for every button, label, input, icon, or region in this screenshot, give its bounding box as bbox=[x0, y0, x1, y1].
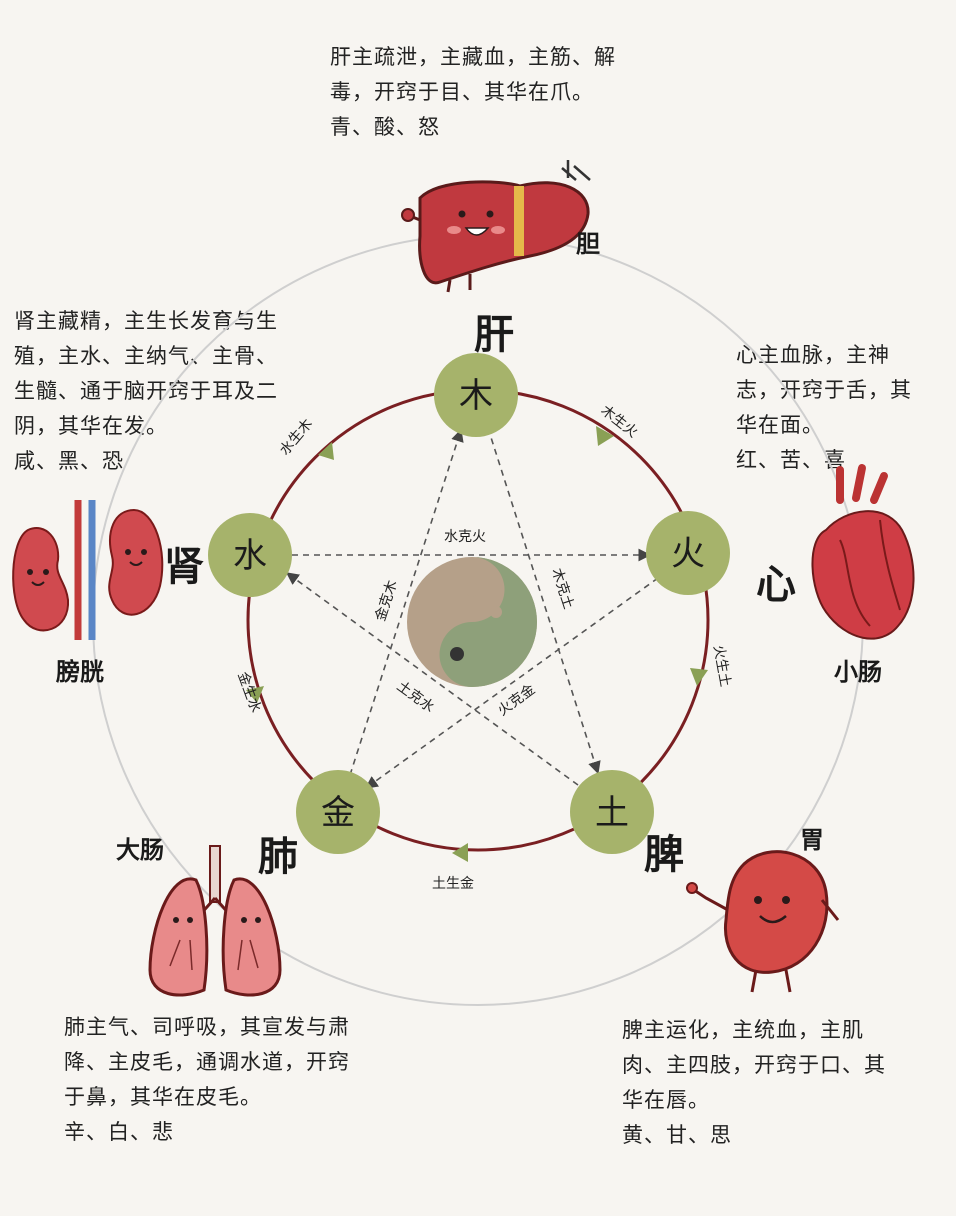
lung-label: 肺 bbox=[258, 834, 298, 880]
water-node: 水 bbox=[208, 513, 292, 597]
spleen-label: 脾 bbox=[644, 832, 684, 878]
wood-controls-earth-line bbox=[487, 427, 601, 775]
metal-label: 金 bbox=[321, 793, 355, 833]
heart-label: 心 bbox=[756, 562, 796, 608]
fire-generates-earth-label: 火生土 bbox=[710, 644, 733, 688]
earth-generates-metal-label: 土生金 bbox=[432, 876, 474, 892]
large-intestine-label: 大肠 bbox=[116, 836, 164, 864]
metal-water-arrow bbox=[246, 686, 264, 703]
fire-label: 火 bbox=[671, 534, 705, 574]
yin-yang-icon bbox=[407, 557, 537, 687]
earth-controls-water-label: 土克水 bbox=[394, 678, 437, 716]
metal-controls-wood-label: 金克木 bbox=[373, 578, 401, 623]
fire-earth-arrow bbox=[690, 668, 708, 686]
lung-description: 肺主气、司呼吸，其宣发与肃 降、主皮毛，通调水道，开窍 于鼻，其华在皮毛。 辛、… bbox=[64, 1015, 350, 1144]
water-wood-arrow bbox=[318, 442, 334, 460]
water-label: 水 bbox=[233, 536, 267, 576]
stomach-label: 胃 bbox=[800, 826, 824, 854]
wood-label: 木 bbox=[459, 376, 493, 416]
fire-node: 火 bbox=[646, 511, 730, 595]
earth-label: 土 bbox=[595, 793, 629, 833]
liver-illustration bbox=[401, 160, 591, 293]
water-controls-fire-label: 水克火 bbox=[444, 529, 486, 545]
kidney-label: 肾 bbox=[164, 544, 204, 590]
gallbladder-label: 胆 bbox=[576, 230, 600, 258]
liver-description: 肝主疏泄，主藏血，主筋、解 毒，开窍于目、其华在爪。 青、酸、怒 bbox=[330, 45, 616, 139]
earth-node: 土 bbox=[570, 770, 654, 854]
metal-controls-wood-line bbox=[349, 428, 464, 776]
liver-label: 肝 bbox=[474, 312, 514, 358]
earth-controls-water-line bbox=[285, 572, 579, 786]
wood-fire-arrow bbox=[596, 426, 614, 446]
generating-arrows bbox=[246, 426, 708, 862]
heart-illustration bbox=[811, 464, 915, 640]
wood-controls-earth-label: 木克土 bbox=[548, 566, 576, 611]
kidney-description: 肾主藏精，主生长发育与生 殖，主水、主纳气、主骨、 生髓、通于脑开窍于耳及二 阴… bbox=[14, 309, 278, 473]
fire-controls-metal-line bbox=[364, 577, 659, 789]
kidneys-illustration bbox=[12, 500, 164, 640]
controlling-cycle bbox=[285, 427, 659, 789]
spleen-illustration bbox=[686, 850, 840, 993]
wood-node: 木 bbox=[434, 353, 518, 437]
bladder-label: 膀胱 bbox=[56, 658, 104, 686]
water-generates-wood-label: 水生木 bbox=[277, 416, 316, 458]
earth-metal-arrow bbox=[452, 843, 468, 862]
fire-controls-metal-label: 火克金 bbox=[495, 682, 538, 720]
spleen-description: 脾主运化，主统血，主肌 肉、主四肢，开窍于口、其 华在唇。 黄、甘、思 bbox=[622, 1018, 886, 1147]
heart-description: 心主血脉，主神 志，开窍于舌，其 华在面。 红、苦、喜 bbox=[736, 343, 912, 472]
small-intestine-label: 小肠 bbox=[834, 658, 882, 686]
metal-node: 金 bbox=[296, 770, 380, 854]
lungs-illustration bbox=[148, 845, 282, 997]
